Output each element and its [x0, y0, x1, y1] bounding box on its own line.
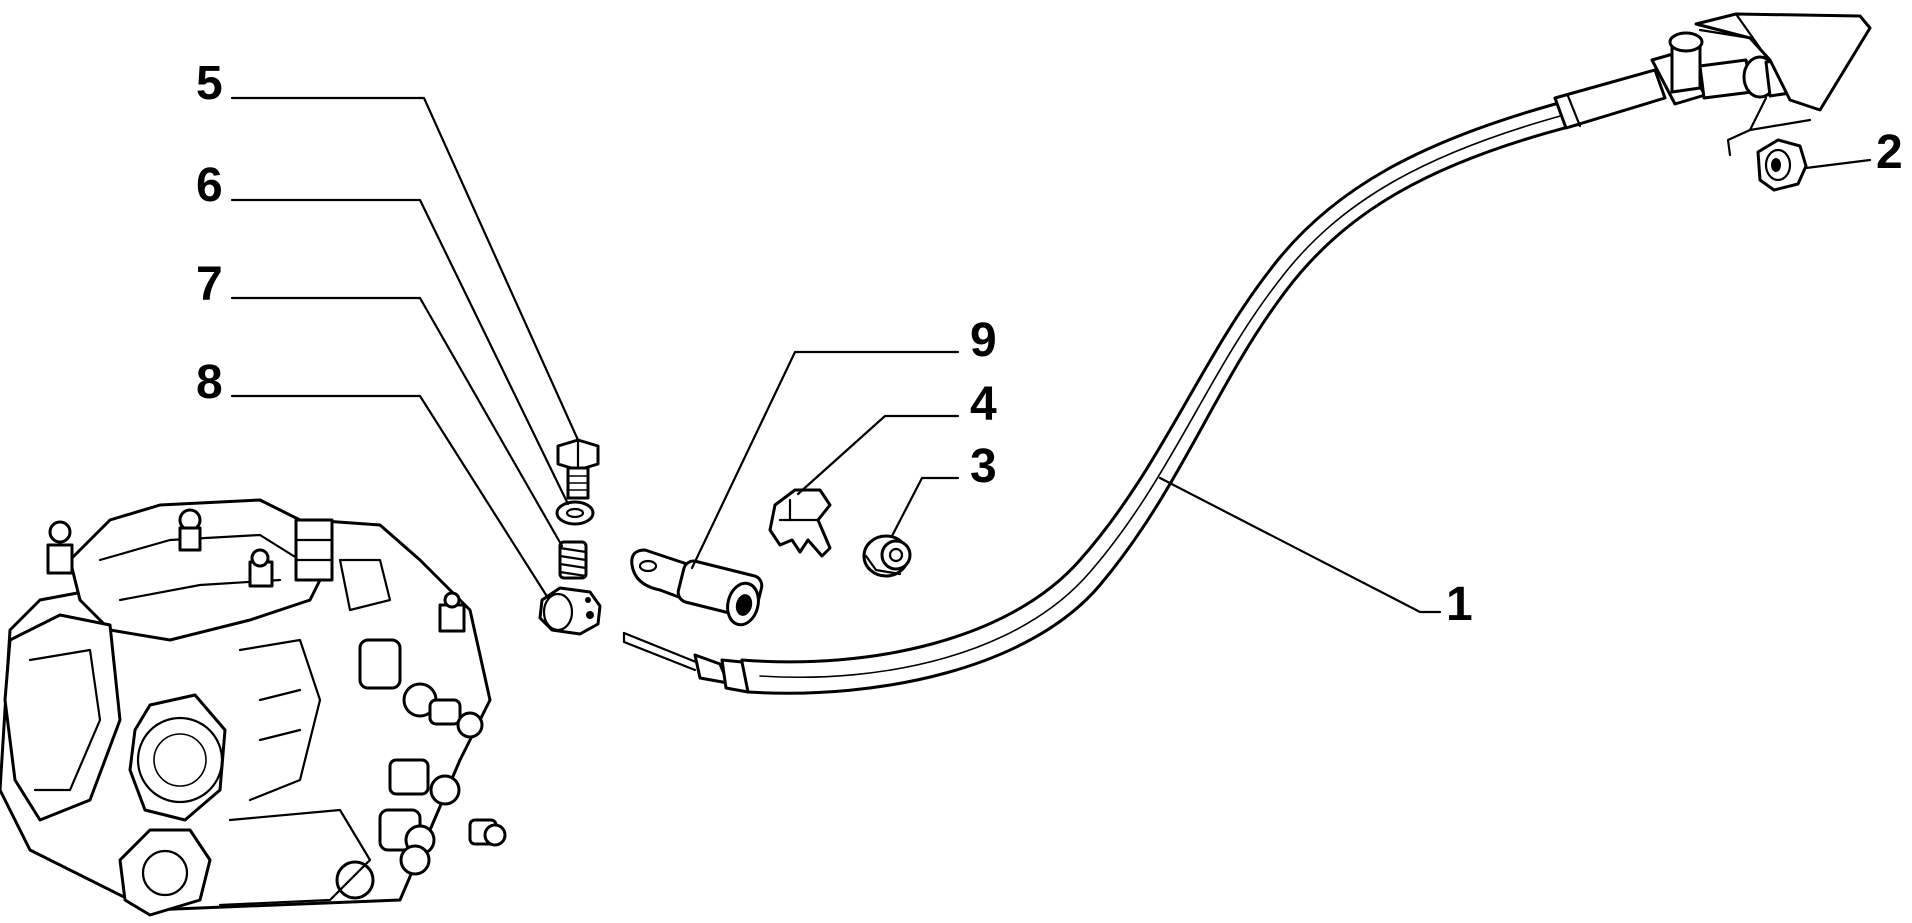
leader-line-1 — [1158, 476, 1442, 614]
bolt-part-5 — [556, 438, 600, 500]
leader-lines — [230, 96, 1872, 614]
throttle-cable-part-1 — [622, 12, 1872, 695]
callout-2: 2 — [1876, 126, 1903, 179]
callout-labels: 5 6 7 8 9 4 3 1 2 — [196, 57, 1903, 631]
callout-7: 7 — [196, 258, 223, 311]
washer-part-6 — [555, 500, 595, 526]
leader-line-8 — [230, 394, 550, 600]
callout-6: 6 — [196, 159, 223, 212]
leader-line-9 — [690, 350, 960, 570]
leader-line-3 — [890, 476, 960, 538]
leader-line-6 — [230, 198, 570, 506]
grommet-part-3 — [862, 534, 912, 578]
spring-part-7 — [558, 540, 588, 580]
injection-pump-drawing — [0, 498, 507, 917]
leader-line-7 — [230, 296, 564, 548]
callout-5: 5 — [196, 57, 223, 110]
leader-line-5 — [230, 96, 580, 442]
leader-line-4 — [796, 414, 960, 496]
callout-3: 3 — [970, 440, 997, 493]
callout-4: 4 — [970, 378, 997, 431]
leader-line-2 — [1804, 158, 1872, 170]
clip-part-4 — [768, 488, 832, 558]
cable-sleeve-part-9 — [630, 548, 764, 627]
nut-part-2 — [1756, 138, 1808, 192]
callout-9: 9 — [970, 314, 997, 367]
callout-1: 1 — [1446, 578, 1473, 631]
cable-nipple-part-8 — [538, 586, 602, 636]
callout-8: 8 — [196, 356, 223, 409]
